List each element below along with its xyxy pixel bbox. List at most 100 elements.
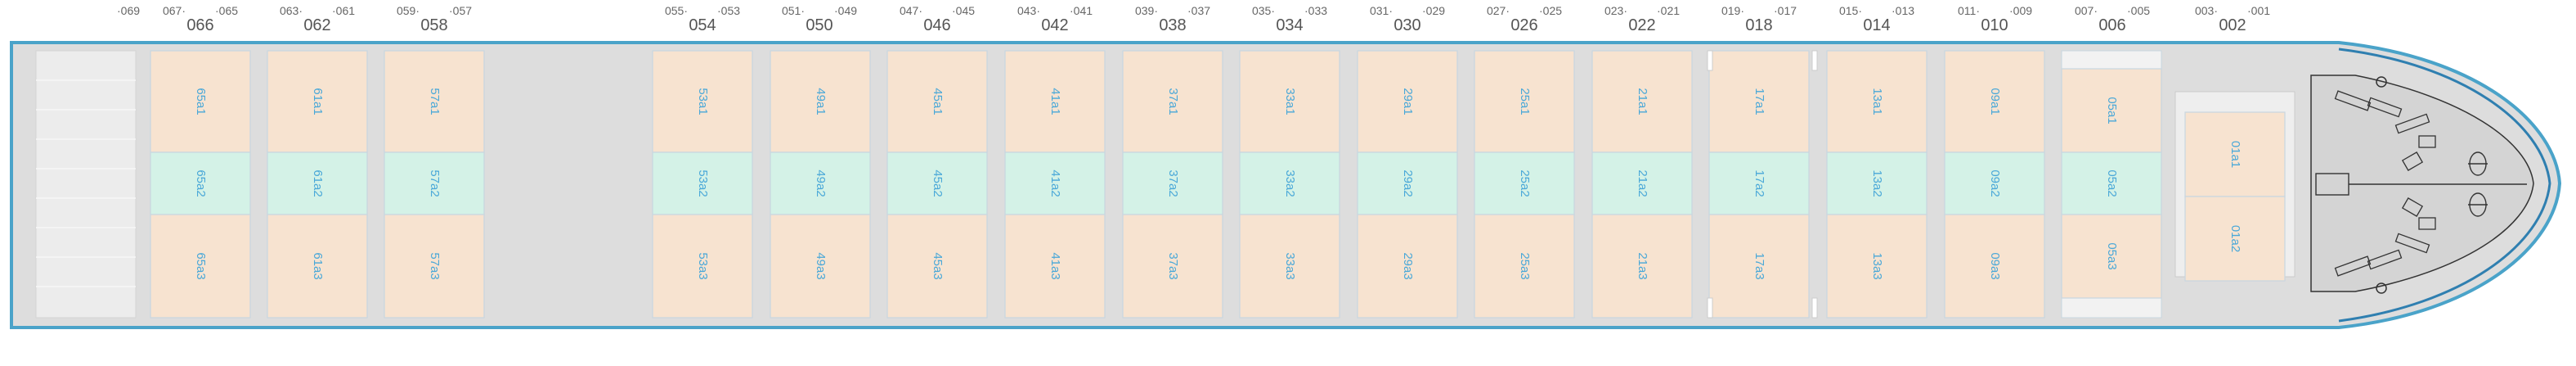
slot-cell[interactable] — [1474, 214, 1575, 319]
slot-label: 09a2 — [1988, 169, 2002, 197]
slot-cell[interactable] — [770, 50, 871, 153]
slot-label: 49a1 — [814, 88, 828, 115]
slot-cell[interactable] — [770, 151, 871, 215]
slot-cell[interactable] — [1122, 214, 1223, 319]
slot-label: 61a3 — [311, 252, 325, 279]
slot-cell[interactable] — [1122, 50, 1223, 153]
slot-cell[interactable] — [1004, 151, 1106, 215]
bay-odd-right: ·069 — [117, 4, 140, 17]
slot-cell[interactable] — [267, 151, 368, 215]
bay-number: 066 — [186, 16, 213, 34]
bay-odd-right: ·013 — [1892, 4, 1914, 17]
bay-hatch-strip — [2061, 297, 2162, 319]
slot-label: 29a2 — [1401, 169, 1415, 197]
bay-odd-left: 055· — [665, 4, 688, 17]
slot-label: 09a1 — [1988, 88, 2002, 115]
slot-cell[interactable] — [1708, 214, 1810, 319]
bay-odd-right: ·009 — [2009, 4, 2032, 17]
slot-cell[interactable] — [1591, 50, 1693, 153]
slot-cell[interactable] — [1239, 50, 1340, 153]
slot-cell[interactable] — [652, 151, 753, 215]
slot-label: 57a2 — [428, 169, 442, 197]
slot-label: 45a1 — [931, 88, 945, 115]
slot-cell[interactable] — [1239, 214, 1340, 319]
forecastle-deck — [2310, 75, 2534, 292]
slot-label: 21a3 — [1636, 252, 1649, 279]
bay-hatch-strip — [2061, 50, 2162, 70]
bay-odd-left: 015· — [1839, 4, 1862, 17]
slot-cell[interactable] — [1826, 214, 1928, 319]
slot-label: 41a3 — [1048, 252, 1062, 279]
slot-cell[interactable] — [1004, 214, 1106, 319]
slot-cell[interactable] — [1474, 151, 1575, 215]
slot-cell[interactable] — [886, 214, 988, 319]
slot-cell[interactable] — [1944, 151, 2045, 215]
bay-odd-right: ·025 — [1539, 4, 1562, 17]
slot-label: 21a2 — [1636, 169, 1649, 197]
slot-cell[interactable] — [2184, 111, 2286, 197]
slot-cell[interactable] — [1708, 50, 1810, 153]
slot-cell[interactable] — [150, 151, 251, 215]
slot-cell[interactable] — [150, 214, 251, 319]
bay-odd-right: ·037 — [1187, 4, 1210, 17]
slot-label: 33a2 — [1283, 169, 1297, 197]
bay-odd-left: 047· — [900, 4, 922, 17]
bay-odd-left: 039· — [1135, 4, 1158, 17]
slot-label: 53a3 — [696, 252, 710, 279]
bay-number: 034 — [1276, 16, 1303, 34]
bay-number: 018 — [1745, 16, 1772, 34]
bay-odd-right: ·021 — [1657, 4, 1680, 17]
slot-label: 61a2 — [311, 169, 325, 197]
bay-odd-left: 051· — [782, 4, 805, 17]
slot-cell[interactable] — [1826, 50, 1928, 153]
slot-cell[interactable] — [1239, 151, 1340, 215]
slot-cell[interactable] — [1591, 151, 1693, 215]
slot-cell[interactable] — [1591, 214, 1693, 319]
slot-cell[interactable] — [1944, 214, 2045, 319]
slot-cell[interactable] — [1708, 151, 1810, 215]
slot-cell[interactable] — [384, 214, 485, 319]
slot-cell[interactable] — [2061, 151, 2162, 215]
bay-odd-left: 023· — [1604, 4, 1627, 17]
slot-cell[interactable] — [384, 50, 485, 153]
slot-cell[interactable] — [886, 50, 988, 153]
slot-label: 37a2 — [1166, 169, 1180, 197]
slot-cell[interactable] — [1474, 50, 1575, 153]
slot-label: 21a1 — [1636, 88, 1649, 115]
bay-number: 002 — [2219, 16, 2246, 34]
slot-label: 25a3 — [1518, 252, 1532, 279]
slot-cell[interactable] — [1357, 151, 1458, 215]
slot-label: 41a1 — [1048, 88, 1062, 115]
slot-label: 45a3 — [931, 252, 945, 279]
bay-odd-left: 003· — [2195, 4, 2218, 17]
slot-cell[interactable] — [652, 50, 753, 153]
slot-cell[interactable] — [267, 50, 368, 153]
slot-cell[interactable] — [267, 214, 368, 319]
slot-cell[interactable] — [2061, 68, 2162, 153]
slot-cell[interactable] — [886, 151, 988, 215]
slot-cell[interactable] — [1122, 151, 1223, 215]
slot-cell[interactable] — [1004, 50, 1106, 153]
slot-cell[interactable] — [384, 151, 485, 215]
slot-cell[interactable] — [1826, 151, 1928, 215]
slot-cell[interactable] — [770, 214, 871, 319]
slot-cell[interactable] — [1357, 50, 1458, 153]
slot-cell[interactable] — [2061, 214, 2162, 299]
slot-cell[interactable] — [1357, 214, 1458, 319]
slot-cell[interactable] — [2184, 196, 2286, 282]
slot-cell[interactable] — [652, 214, 753, 319]
slot-label: 17a2 — [1752, 169, 1766, 197]
